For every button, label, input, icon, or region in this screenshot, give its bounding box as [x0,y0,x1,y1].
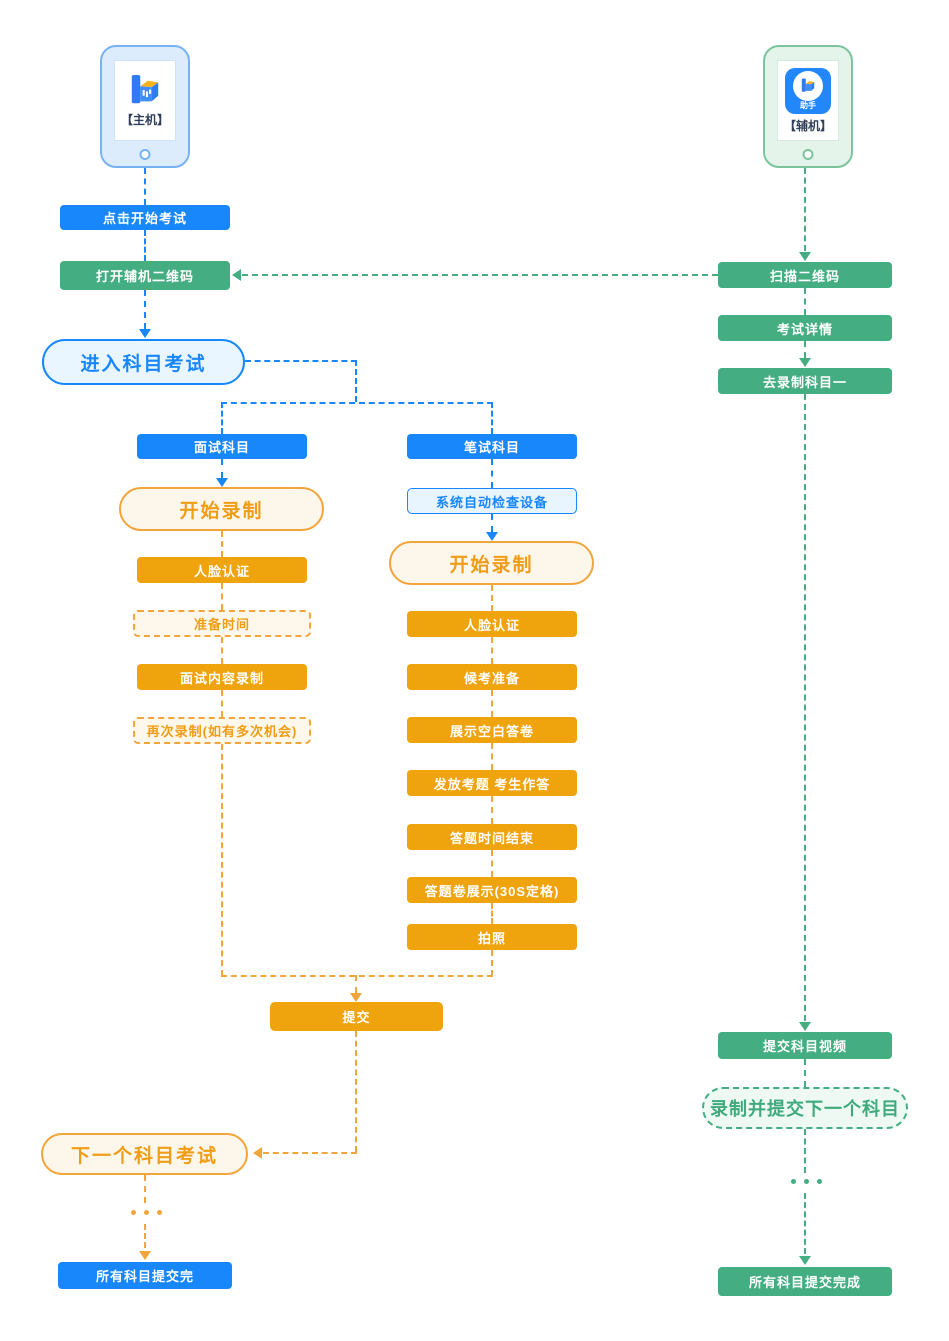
arrow-down-icon [486,532,498,541]
flow-connector [491,690,493,717]
branch-interview-subject: 面试科目 [137,434,307,459]
step-interview-face-auth: 人脸认证 [137,557,307,583]
step-open-aux-qrcode: 打开辅机二维码 [60,261,230,290]
step-written-face-auth: 人脸认证 [407,611,577,637]
flow-connector [263,1152,357,1154]
flow-connector [242,274,718,276]
flow-connector [491,585,493,611]
flow-connector [144,230,146,261]
step-system-auto-check: 系统自动检查设备 [407,488,577,514]
flow-connector [491,743,493,770]
step-all-subjects-submitted-aux: 所有科目提交完成 [718,1267,892,1296]
flow-connector [355,1031,357,1152]
flow-connector [491,459,493,488]
step-written-show-answer-sheet: 答题卷展示(30S定格) [407,877,577,903]
flow-connector [804,341,806,358]
flow-connector [144,1224,146,1248]
flow-connector [491,514,493,532]
assistant-app-logo-icon [793,70,823,101]
main-device-phone: 【主机】 [100,45,190,168]
flow-connector [491,796,493,824]
step-scan-qrcode: 扫描二维码 [718,262,892,288]
flow-connector [221,402,493,404]
flow-connector [491,850,493,877]
step-exam-details: 考试详情 [718,315,892,341]
flow-connector [491,637,493,664]
flow-connector [221,975,493,977]
arrow-down-icon [350,993,362,1002]
arrow-left-icon [232,269,241,281]
home-button-icon [802,149,814,160]
flow-connector [355,360,357,402]
main-device-screen: 【主机】 [114,60,176,141]
step-written-answer-time-end: 答题时间结束 [407,824,577,850]
flow-connector [221,744,223,976]
flow-connector [491,402,493,434]
flow-connector [355,975,357,993]
step-interview-start-record: 开始录制 [119,487,324,531]
step-interview-record-again: 再次录制(如有多次机会) [133,717,311,744]
aux-device-screen: 助手 【辅机】 [777,60,839,141]
flow-connector [144,168,146,205]
ellipsis-dots [131,1210,162,1215]
flow-connector [221,583,223,610]
flow-connector [144,1175,146,1203]
branch-written-subject: 笔试科目 [407,434,577,459]
step-written-issue-questions: 发放考题 考生作答 [407,770,577,796]
step-go-record-subject-one: 去录制科目一 [718,368,892,394]
flow-connector [491,903,493,924]
flow-connector [804,1193,806,1254]
step-all-subjects-submitted-main: 所有科目提交完 [58,1262,232,1289]
arrow-down-icon [139,1251,151,1260]
aux-device-phone: 助手 【辅机】 [763,45,853,168]
home-button-icon [139,149,151,160]
flow-connector [804,168,806,251]
step-enter-subject-exam: 进入科目考试 [42,339,245,385]
flow-connector [221,402,223,434]
flow-connector [491,950,493,976]
flow-connector [804,1129,806,1173]
step-interview-prepare-time: 准备时间 [133,610,311,637]
arrow-down-icon [799,358,811,367]
step-submit: 提交 [270,1002,443,1031]
flow-connector [804,1059,806,1087]
flow-connector [221,637,223,664]
arrow-down-icon [139,329,151,338]
step-written-show-blank-sheet: 展示空白答卷 [407,717,577,743]
step-next-subject-exam: 下一个科目考试 [41,1133,248,1175]
step-record-and-submit-next: 录制并提交下一个科目 [702,1087,908,1129]
ellipsis-dots [791,1179,822,1184]
step-written-start-record: 开始录制 [389,541,594,585]
step-written-take-photo: 拍照 [407,924,577,950]
arrow-down-icon [799,252,811,261]
step-written-waiting-prepare: 候考准备 [407,664,577,690]
arrow-left-icon [253,1147,262,1159]
flow-connector [221,459,223,478]
flow-connector [804,288,806,315]
flow-connector [221,531,223,557]
flow-connector [221,690,223,717]
arrow-down-icon [799,1256,811,1265]
aux-device-label: 【辅机】 [783,118,832,133]
arrow-down-icon [799,1022,811,1031]
flow-connector [144,290,146,329]
arrow-down-icon [216,478,228,487]
flow-connector [245,360,357,362]
step-interview-content-record: 面试内容录制 [137,664,307,690]
assistant-app-badge: 助手 [800,100,816,110]
step-click-start-exam: 点击开始考试 [60,205,230,230]
main-device-label: 【主机】 [120,112,169,127]
flow-connector [804,394,806,1021]
assistant-app-icon: 助手 [785,67,831,114]
step-submit-subject-video: 提交科目视频 [718,1032,892,1059]
exam-app-logo-icon [131,74,159,103]
